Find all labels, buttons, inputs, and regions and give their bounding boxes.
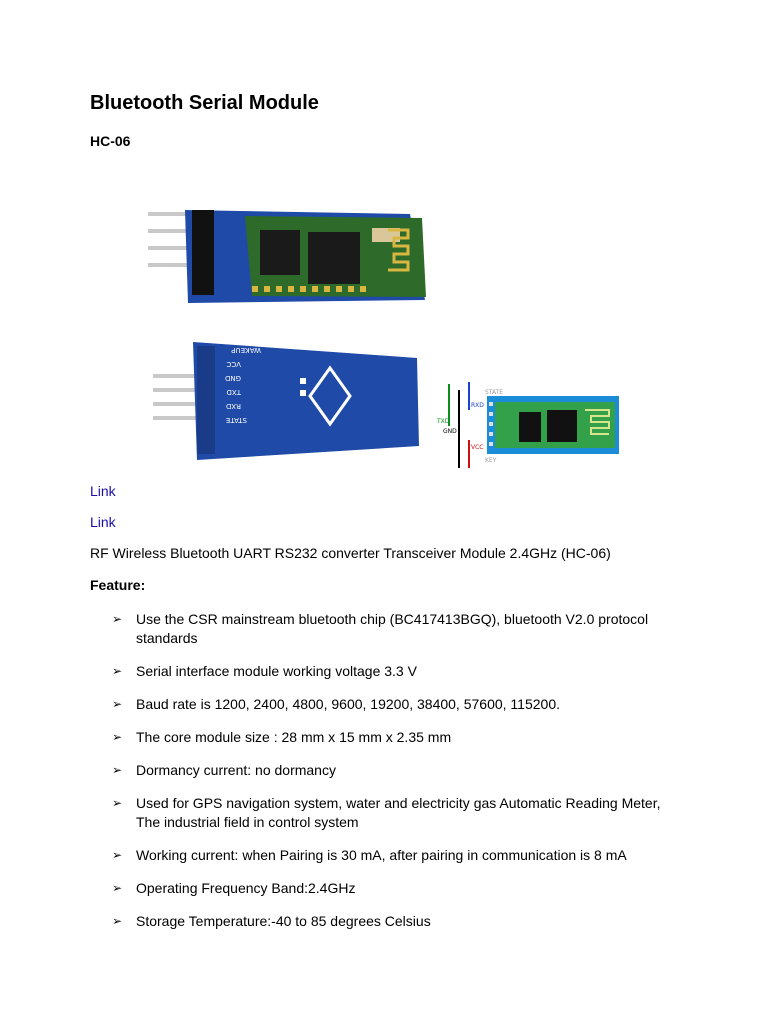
svg-text:RXD: RXD (226, 402, 241, 410)
list-item: ➢ Use the CSR mainstream bluetooth chip … (112, 611, 649, 646)
list-item: ➢ Storage Temperature:-40 to 85 degrees … (112, 913, 431, 929)
arrow-bullet-icon: ➢ (112, 697, 123, 711)
arrow-bullet-icon: ➢ (112, 612, 123, 626)
pinout-diagram: STATE RXD TXD GND VCC KEY (436, 382, 619, 468)
board-front-photo (148, 210, 426, 303)
board-back-photo: WAKEUP VCC GND TXD RXD STATE (153, 342, 419, 460)
svg-text:TXD: TXD (227, 388, 242, 396)
model-name: HC-06 (90, 133, 131, 149)
svg-text:GND: GND (443, 428, 457, 435)
svg-text:VCC: VCC (226, 360, 241, 368)
svg-text:STATE: STATE (226, 416, 247, 424)
arrow-bullet-icon: ➢ (112, 914, 123, 928)
list-item: ➢ Dormancy current: no dormancy (112, 762, 336, 778)
list-item: ➢ Working current: when Pairing is 30 mA… (112, 847, 627, 863)
header-pins (153, 374, 203, 420)
list-item: ➢ The core module size : 28 mm x 15 mm x… (112, 729, 452, 745)
link-2[interactable]: Link (90, 514, 116, 530)
header-pins (148, 212, 196, 267)
svg-text:WAKEUP: WAKEUP (231, 346, 261, 354)
list-item: ➢ Baud rate is 1200, 2400, 4800, 9600, 1… (112, 696, 560, 712)
svg-text:STATE: STATE (485, 389, 503, 396)
list-item: ➢ Operating Frequency Band:2.4GHz (112, 880, 356, 896)
arrow-bullet-icon: ➢ (112, 881, 123, 895)
page-title: Bluetooth Serial Module (90, 92, 319, 114)
list-item: ➢ Serial interface module working voltag… (112, 663, 417, 679)
svg-text:TXD: TXD (436, 418, 450, 425)
arrow-bullet-icon: ➢ (112, 730, 123, 744)
product-description: RF Wireless Bluetooth UART RS232 convert… (90, 545, 611, 561)
link-1[interactable]: Link (90, 483, 116, 499)
arrow-bullet-icon: ➢ (112, 848, 123, 862)
svg-text:VCC: VCC (471, 444, 483, 451)
arrow-bullet-icon: ➢ (112, 763, 123, 777)
svg-text:KEY: KEY (485, 457, 497, 464)
svg-text:GND: GND (225, 374, 241, 382)
arrow-bullet-icon: ➢ (112, 664, 123, 678)
feature-heading: Feature: (90, 577, 146, 593)
svg-text:RXD: RXD (471, 402, 484, 409)
list-item: ➢ Used for GPS navigation system, water … (112, 795, 661, 830)
arrow-bullet-icon: ➢ (112, 796, 123, 810)
